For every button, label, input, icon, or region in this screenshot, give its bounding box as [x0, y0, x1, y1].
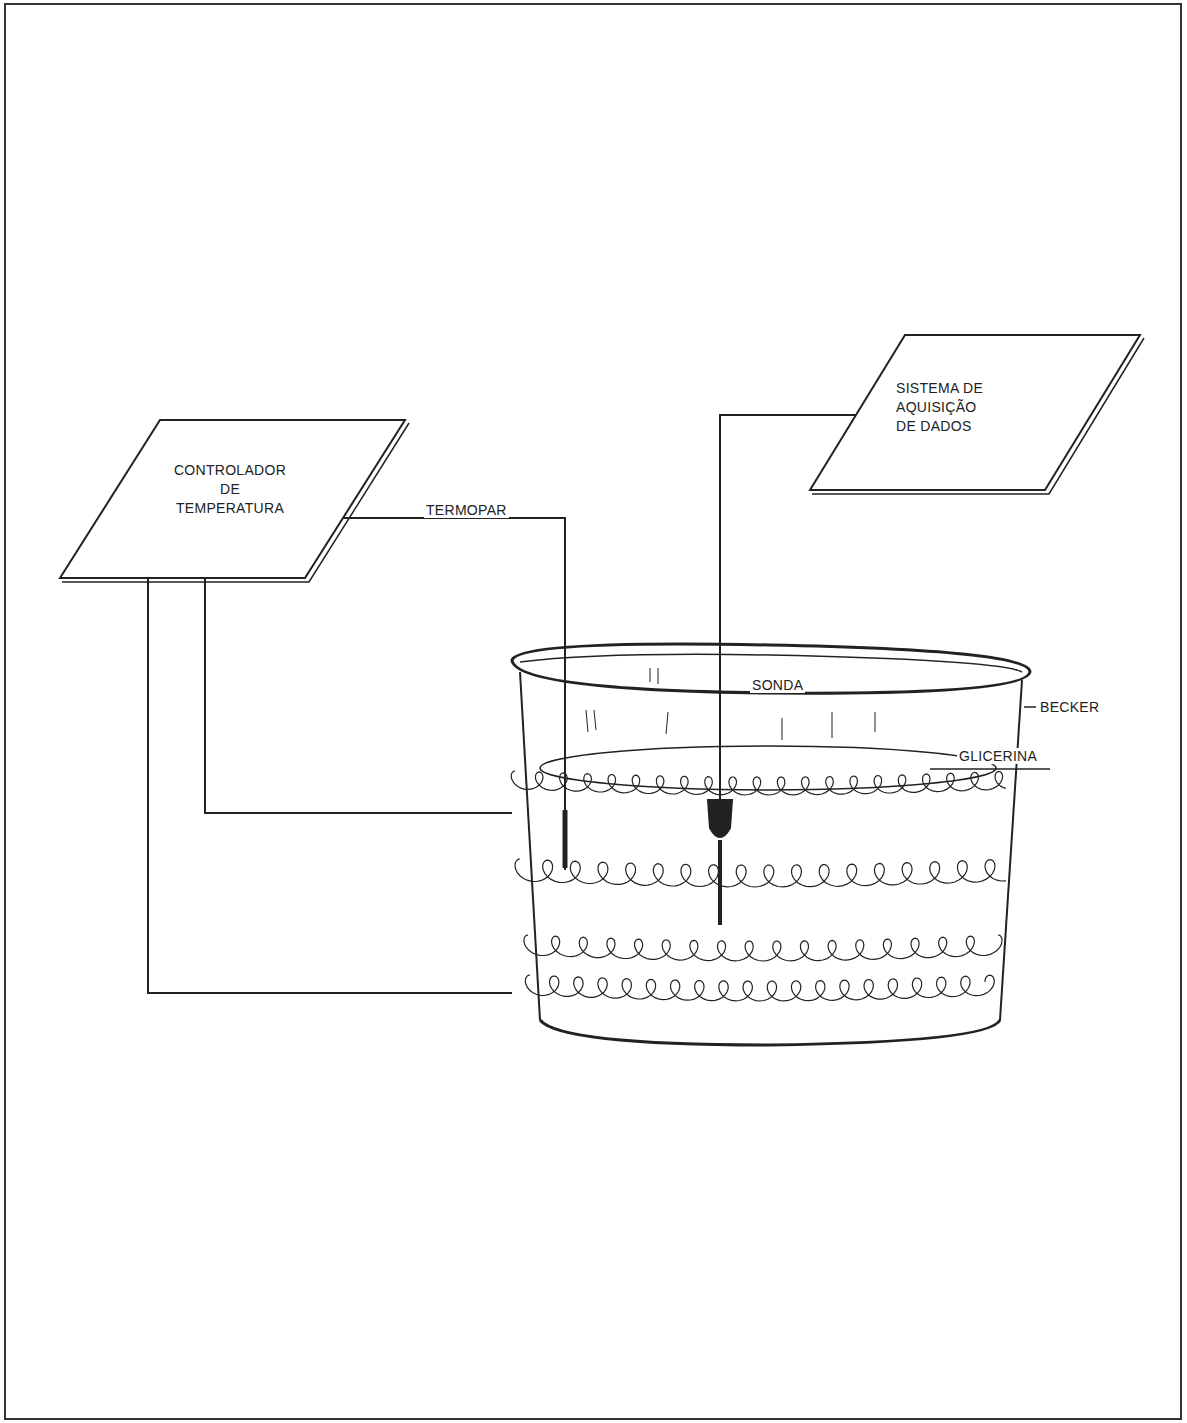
- probe-rod: [718, 840, 722, 925]
- beaker-wall: [520, 672, 540, 1020]
- becker-leader: [1024, 706, 1036, 708]
- glass-reflections: [586, 668, 875, 740]
- glycerin-leader: [930, 768, 1050, 770]
- probe-bulb: [708, 800, 732, 837]
- heater-wire: [205, 578, 512, 813]
- part-label: GLICERINA: [957, 748, 1039, 764]
- beaker-rim: [512, 644, 1030, 693]
- coil-band: [524, 935, 1002, 961]
- node-label: CONTROLADOR DE TEMPERATURA: [171, 461, 289, 518]
- beaker-rim-inner: [520, 654, 1022, 672]
- coil-band: [525, 975, 994, 1001]
- heater-wire: [148, 578, 512, 993]
- thermocouple-tip: [563, 810, 568, 868]
- node-label: SISTEMA DE AQUISIÇÃO DE DADOS: [896, 379, 996, 436]
- equipment-box: CONTROLADOR DE TEMPERATURA: [60, 420, 405, 578]
- beaker-bottom: [540, 1020, 1000, 1045]
- page-frame: [5, 4, 1181, 1419]
- beaker-wall: [1000, 680, 1022, 1020]
- equipment-box: SISTEMA DE AQUISIÇÃO DE DADOS: [810, 335, 1140, 490]
- part-label: SONDA: [750, 677, 805, 693]
- coil-band: [515, 859, 1006, 887]
- part-label: BECKER: [1038, 699, 1101, 715]
- part-label: TERMOPAR: [424, 502, 509, 518]
- parallelogram-outline: [60, 420, 405, 578]
- heating-coil: [511, 771, 1006, 1001]
- coil-band: [511, 771, 1006, 795]
